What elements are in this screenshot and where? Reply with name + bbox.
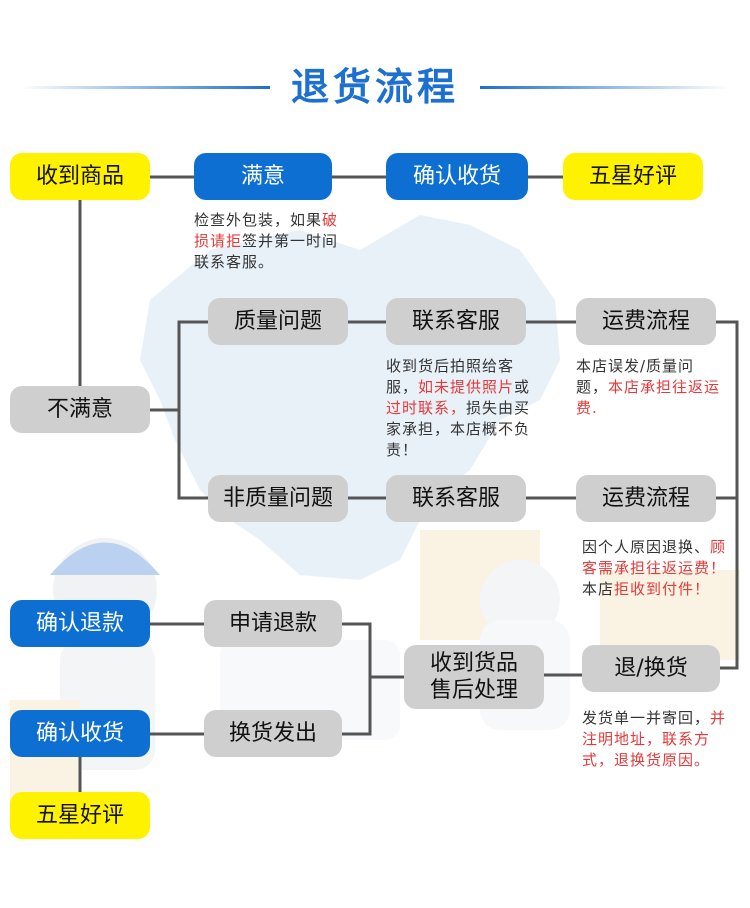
connector-aftersale-bracket	[342, 622, 404, 679]
node-receive-after-sale-line2: 售后处理	[429, 678, 518, 703]
node-non-quality-issue: 非质量问题	[208, 475, 348, 522]
node-satisfied: 满意	[194, 153, 332, 200]
node-confirm-receipt-bottom: 确认收货	[10, 710, 150, 757]
node-quality-issue: 质量问题	[208, 298, 348, 345]
node-receive-goods: 收到商品	[10, 153, 150, 200]
connector-unsatisfied-branches	[177, 320, 208, 500]
node-ship-exchange: 换货发出	[204, 710, 342, 757]
node-five-star-top: 五星好评	[563, 153, 703, 200]
note-quality-service: 收到货后拍照给客服，如未提供照片或过时联系，损失由买家承担，本店概不负责！	[386, 357, 531, 459]
node-shipping-process-1: 运费流程	[576, 298, 716, 345]
note-quality-shipping: 本店误发/质量问题，本店承担往返运费.	[576, 357, 721, 417]
connector-shipping-right-bracket	[716, 320, 739, 670]
note-return-instructions: 发货单一并寄回，并注明地址，联系方式，退换货原因。	[582, 709, 727, 769]
node-apply-refund: 申请退款	[204, 600, 342, 647]
node-unsatisfied: 不满意	[10, 386, 150, 433]
node-return-exchange: 退/换货	[582, 645, 720, 692]
title-line-right	[480, 86, 730, 89]
node-receive-after-sale-line1: 收到货品	[429, 650, 518, 676]
node-shipping-process-2: 运费流程	[576, 475, 716, 522]
node-five-star-bottom: 五星好评	[10, 792, 150, 839]
node-receive-after-sale: 收到货品 售后处理	[404, 645, 544, 709]
node-confirm-receipt-top: 确认收货	[386, 153, 528, 200]
title-line-left	[20, 86, 270, 89]
node-contact-service-2: 联系客服	[386, 475, 526, 522]
page-title: 退货流程	[290, 65, 459, 109]
connector-aftersale-exchange	[342, 677, 372, 736]
node-confirm-refund: 确认退款	[10, 600, 150, 647]
node-contact-service-1: 联系客服	[386, 298, 526, 345]
note-nonquality-shipping: 因个人原因退换、顾客需承担往返运费！本店拒收到付件！	[582, 538, 727, 598]
note-inspect-package: 检查外包装，如果破损请拒签并第一时间联系客服。	[194, 211, 339, 271]
